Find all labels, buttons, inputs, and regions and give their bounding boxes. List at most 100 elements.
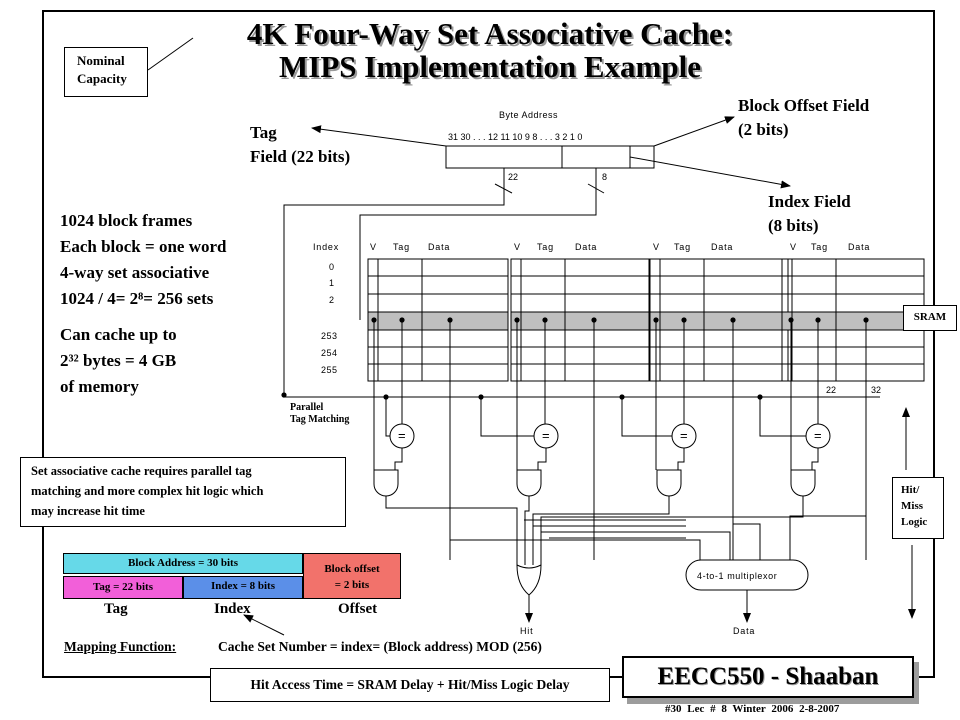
hit-time-note: Set associative cache requires parallel … <box>20 457 346 527</box>
index-caption: Index <box>214 601 251 617</box>
index-field-label: Index Field (8 bits) <box>768 190 851 238</box>
block-offset-bar-line-2: = 2 bits <box>334 579 370 591</box>
column-header: Data <box>575 242 597 252</box>
index-value: 0 <box>329 262 335 272</box>
note-line-1: Set associative cache requires parallel … <box>31 464 252 478</box>
block-offset-arrow <box>653 116 735 147</box>
index-bus <box>359 183 597 320</box>
info-line <box>60 312 226 322</box>
tag-bus-tap <box>480 397 534 437</box>
note-line-2: matching and more complex hit logic whic… <box>31 484 264 498</box>
index-value: 1 <box>329 278 335 288</box>
address-bit-numbers: 31 30 . . . 12 11 10 9 8 . . . 3 2 1 0 <box>448 132 582 142</box>
data-to-mux <box>449 330 701 560</box>
tag-bus-tap <box>385 397 390 437</box>
and-to-or-wire <box>385 496 518 565</box>
tag-width-out: 22 <box>826 385 836 395</box>
selected-set-row <box>650 312 788 330</box>
tag-caption: Tag <box>104 601 128 617</box>
nominal-capacity-line-2: Capacity <box>77 71 127 86</box>
info-line: 4-way set associative <box>60 263 210 282</box>
info-line: 1024 / 4= 2⁸= 256 sets <box>60 289 214 308</box>
hit-access-time-box: Hit Access Time = SRAM Delay + Hit/Miss … <box>210 668 610 702</box>
comparator-symbol: = <box>814 428 822 443</box>
index-bits-bar: Index = 8 bits <box>183 576 303 599</box>
block-offset-line-1: Block Offset Field <box>738 96 870 115</box>
hit-miss-logic-box: Hit/ Miss Logic <box>892 477 944 539</box>
column-header: V <box>790 242 797 252</box>
column-header: Data <box>428 242 450 252</box>
comparator-output <box>394 448 403 470</box>
title-line-2: MIPS Implementation Example <box>279 49 701 84</box>
comparator-output <box>811 448 819 470</box>
course-badge: EECC550 - Shaaban <box>622 656 914 698</box>
and-gate-2 <box>516 469 542 497</box>
block-address-bar: Block Address = 30 bits <box>63 553 303 574</box>
tag-field-arrow <box>311 125 447 147</box>
column-header: V <box>653 242 660 252</box>
info-line: Each block = one word <box>60 237 227 256</box>
tag-field-line-1: Tag <box>250 123 277 142</box>
column-header: Index <box>313 242 339 252</box>
tag-field-line-2: Field (22 bits) <box>250 147 351 166</box>
index-field-line-1: Index Field <box>768 192 851 211</box>
and-gate-4 <box>790 469 816 497</box>
and-gate-1 <box>373 469 399 497</box>
index-value: 253 <box>321 331 338 341</box>
comparator-symbol: = <box>398 428 406 443</box>
tag-width-slash <box>494 183 513 194</box>
tag-bus-tap <box>621 397 672 437</box>
info-line: Can cache up to <box>60 325 177 344</box>
selected-set-row <box>368 312 508 330</box>
and-to-or-wire <box>532 496 670 565</box>
mapping-function-text: Cache Set Number = index= (Block address… <box>218 639 542 654</box>
nominal-capacity-line-1: Nominal <box>77 53 125 68</box>
index-width-label: 8 <box>602 172 607 182</box>
hit-miss-line-1: Hit/ <box>901 484 920 496</box>
index-field-arrow <box>629 156 791 189</box>
column-header: V <box>370 242 377 252</box>
index-field-line-2: (8 bits) <box>768 216 819 235</box>
column-header: Tag <box>674 242 691 252</box>
mapping-pointer <box>243 614 285 636</box>
address-register <box>445 145 655 169</box>
column-header: Data <box>711 242 733 252</box>
and-to-or-wire <box>524 496 530 565</box>
comparator-symbol: = <box>542 428 550 443</box>
parallel-line-2: Tag Matching <box>290 414 350 425</box>
and-gate-3 <box>656 469 682 497</box>
column-header: Tag <box>537 242 554 252</box>
nominal-capacity-box: Nominal Capacity <box>64 47 148 97</box>
data-to-mux <box>732 330 761 560</box>
or-gate <box>516 564 542 596</box>
slide-title: 4K Four-Way Set Associative Cache: MIPS … <box>150 17 830 83</box>
selected-set-row <box>511 312 649 330</box>
parallel-tag-matching-label: Parallel Tag Matching <box>290 402 349 426</box>
tag-bus-tap <box>759 397 806 437</box>
column-header: Data <box>848 242 870 252</box>
hit-miss-line-3: Logic <box>901 516 928 528</box>
and-to-or-wire <box>540 496 804 565</box>
sram-box: SRAM <box>903 305 957 331</box>
tag-bits-bar: Tag = 22 bits <box>63 576 183 599</box>
block-offset-field-label: Block Offset Field (2 bits) <box>738 94 869 142</box>
data-label: Data <box>733 626 755 636</box>
index-value: 255 <box>321 365 338 375</box>
info-line: 1024 block frames <box>60 211 193 230</box>
column-header: V <box>514 242 521 252</box>
comparator-output <box>677 448 685 470</box>
nominal-capacity-pointer <box>147 37 194 71</box>
info-line: of memory <box>60 377 139 396</box>
data-width-out: 32 <box>871 385 881 395</box>
block-offset-bar: Block offset = 2 bits <box>303 553 401 599</box>
mapping-function-label: Mapping Function: <box>64 639 177 654</box>
index-value: 254 <box>321 348 338 358</box>
comparator-symbol: = <box>680 428 688 443</box>
column-header: Tag <box>393 242 410 252</box>
note-line-3: may increase hit time <box>31 504 145 518</box>
index-value: 2 <box>329 295 335 305</box>
hit-miss-line-2: Miss <box>901 500 923 512</box>
junction-dot <box>281 392 287 398</box>
title-line-1: 4K Four-Way Set Associative Cache: <box>246 16 734 51</box>
